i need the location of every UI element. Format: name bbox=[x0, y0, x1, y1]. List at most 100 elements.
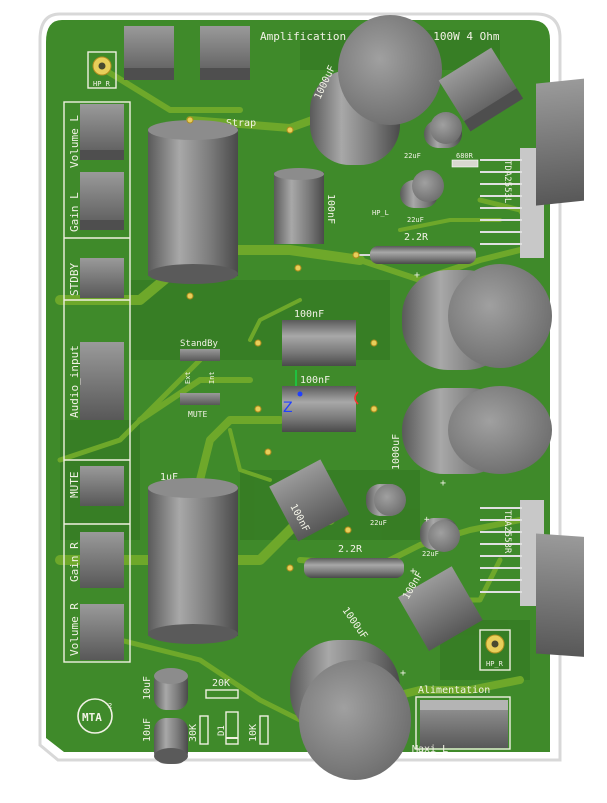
connector-top-1 bbox=[124, 26, 174, 80]
connector-alimentation bbox=[415, 696, 511, 750]
label-c-10uf-1: 10uF bbox=[142, 676, 153, 700]
pad-100nf-lower-1 bbox=[264, 448, 272, 456]
label-plus-5: + bbox=[400, 668, 406, 679]
label-alimentation: Alimentation bbox=[418, 685, 490, 696]
pad-hp-r-bottom bbox=[479, 629, 511, 671]
label-c-100nf-mid2: 100nF bbox=[300, 375, 330, 386]
capacitor-1000uf-top bbox=[310, 15, 442, 165]
label-mute: MUTE bbox=[68, 472, 81, 499]
pad-100nf-mid-1 bbox=[254, 339, 262, 347]
resistor-10k bbox=[259, 715, 269, 745]
label-d1: D1 bbox=[217, 725, 227, 736]
label-c-22uf-3: 22uF bbox=[370, 519, 387, 527]
label-c-22uf-4: 22uF bbox=[422, 550, 439, 558]
pad-100nf-mid2-1 bbox=[254, 405, 262, 413]
label-c-1000uf-mid: 1000uF bbox=[391, 434, 402, 470]
board-title-left: Amplification bbox=[260, 30, 346, 43]
switch-mute bbox=[180, 393, 220, 405]
resistor-30k bbox=[199, 715, 209, 745]
pot-volume-l bbox=[80, 104, 124, 160]
capacitor-10uf-1 bbox=[154, 668, 188, 710]
capacitor-22uf-3 bbox=[366, 484, 406, 516]
label-axis-z: Z bbox=[283, 400, 293, 416]
resistor-2-2r-bottom bbox=[304, 558, 404, 578]
capacitor-1000uf-bottom bbox=[290, 640, 411, 780]
connector-audio-input bbox=[80, 342, 124, 420]
capacitor-100nf-right bbox=[398, 566, 483, 651]
resistor-20k bbox=[205, 689, 239, 699]
label-r-10k: 10K bbox=[248, 724, 259, 742]
component-top-right-box bbox=[438, 47, 524, 132]
label-audio-input: Audio_input bbox=[68, 345, 81, 418]
label-r-680r: 680R bbox=[456, 152, 474, 160]
label-hp-l: HP_L bbox=[372, 209, 389, 217]
pad-100nf-mid-2 bbox=[370, 339, 378, 347]
label-r-20k: 20K bbox=[212, 678, 230, 689]
label-r-2-2r-top: 2.2R bbox=[404, 232, 429, 243]
label-hp-r-bottom: HP_R bbox=[486, 660, 504, 668]
label-ic-top: TDA2553L bbox=[502, 160, 512, 203]
capacitor-22uf-1 bbox=[424, 112, 462, 148]
jumper-stdby bbox=[80, 258, 124, 298]
label-volume-l: Volume L bbox=[68, 115, 81, 168]
capacitor-10uf-2 bbox=[154, 718, 188, 764]
pot-gain-l bbox=[80, 172, 124, 230]
label-int: Int bbox=[208, 371, 216, 384]
label-mute-switch: MUTE bbox=[188, 410, 207, 419]
label-stdby: STDBY bbox=[68, 263, 81, 296]
label-maxi: Maxi_L bbox=[412, 744, 448, 755]
capacitor-100nf-mid bbox=[282, 320, 356, 366]
label-plus-1: + bbox=[414, 270, 420, 281]
resistor-2-2r-top bbox=[356, 246, 476, 264]
pad-strap-3 bbox=[286, 126, 294, 134]
label-hp-r-top: HP_R bbox=[93, 80, 111, 88]
label-plus-2: + bbox=[440, 478, 446, 489]
board-title-right: / 100W 4 Ohm bbox=[420, 30, 500, 43]
pad-100nf-mid2-2 bbox=[370, 405, 378, 413]
pad-strap-1 bbox=[186, 116, 194, 124]
ic-tda-bottom bbox=[480, 500, 584, 657]
label-c-22uf-1: 22uF bbox=[404, 152, 421, 160]
capacitor-1uf-large bbox=[148, 478, 238, 644]
ic-tda-top bbox=[480, 78, 584, 258]
logo-superscript: 2 bbox=[108, 702, 112, 710]
pad-100nf-lower-2 bbox=[344, 526, 352, 534]
label-ext: Ext bbox=[184, 371, 192, 384]
label-c-22uf-2: 22uF bbox=[407, 216, 424, 224]
label-plus-4: + bbox=[410, 566, 416, 577]
capacitor-22uf-2 bbox=[400, 170, 444, 208]
diode-d1 bbox=[225, 711, 239, 745]
connector-top-2 bbox=[200, 26, 250, 80]
pot-volume-r bbox=[80, 604, 124, 660]
label-r-30k: 30K bbox=[188, 724, 199, 742]
capacitor-100nf-mid2 bbox=[282, 386, 356, 432]
capacitor-strap-large bbox=[148, 120, 238, 284]
capacitor-22uf-4 bbox=[420, 518, 460, 552]
capacitor-1000uf-mid-b bbox=[402, 386, 552, 474]
label-c-100nf-mid: 100nF bbox=[294, 309, 324, 320]
logo-mta bbox=[77, 698, 113, 734]
pad-100nf-upper bbox=[294, 264, 302, 272]
capacitor-100nf-upper bbox=[274, 168, 324, 244]
label-gain-l: Gain L bbox=[68, 192, 81, 232]
label-plus-3: + bbox=[424, 515, 430, 525]
left-silk-frame bbox=[63, 101, 131, 663]
label-strap: Strap bbox=[226, 118, 256, 129]
pad-2-2r-top bbox=[352, 251, 360, 259]
resistor-680r bbox=[451, 159, 479, 168]
pad-strap-2 bbox=[186, 292, 194, 300]
capacitor-100nf-lower bbox=[269, 459, 350, 542]
pot-gain-r bbox=[80, 532, 124, 588]
label-r-2-2r-bottom: 2.2R bbox=[338, 544, 363, 555]
label-c-10uf-2: 10uF bbox=[142, 718, 153, 742]
label-ic-bottom: TDA2553R bbox=[502, 510, 512, 554]
label-gain-r: Gain R bbox=[68, 542, 81, 582]
label-volume-r: Volume R bbox=[68, 603, 81, 656]
capacitor-1000uf-mid-a bbox=[402, 264, 552, 370]
axis-gizmo bbox=[295, 370, 359, 405]
label-c-100nf-top: 100nF bbox=[325, 194, 336, 224]
jumper-mute bbox=[80, 466, 124, 506]
label-c-1uf: 1uF bbox=[160, 472, 178, 483]
pad-2-2r-bottom bbox=[286, 564, 294, 572]
